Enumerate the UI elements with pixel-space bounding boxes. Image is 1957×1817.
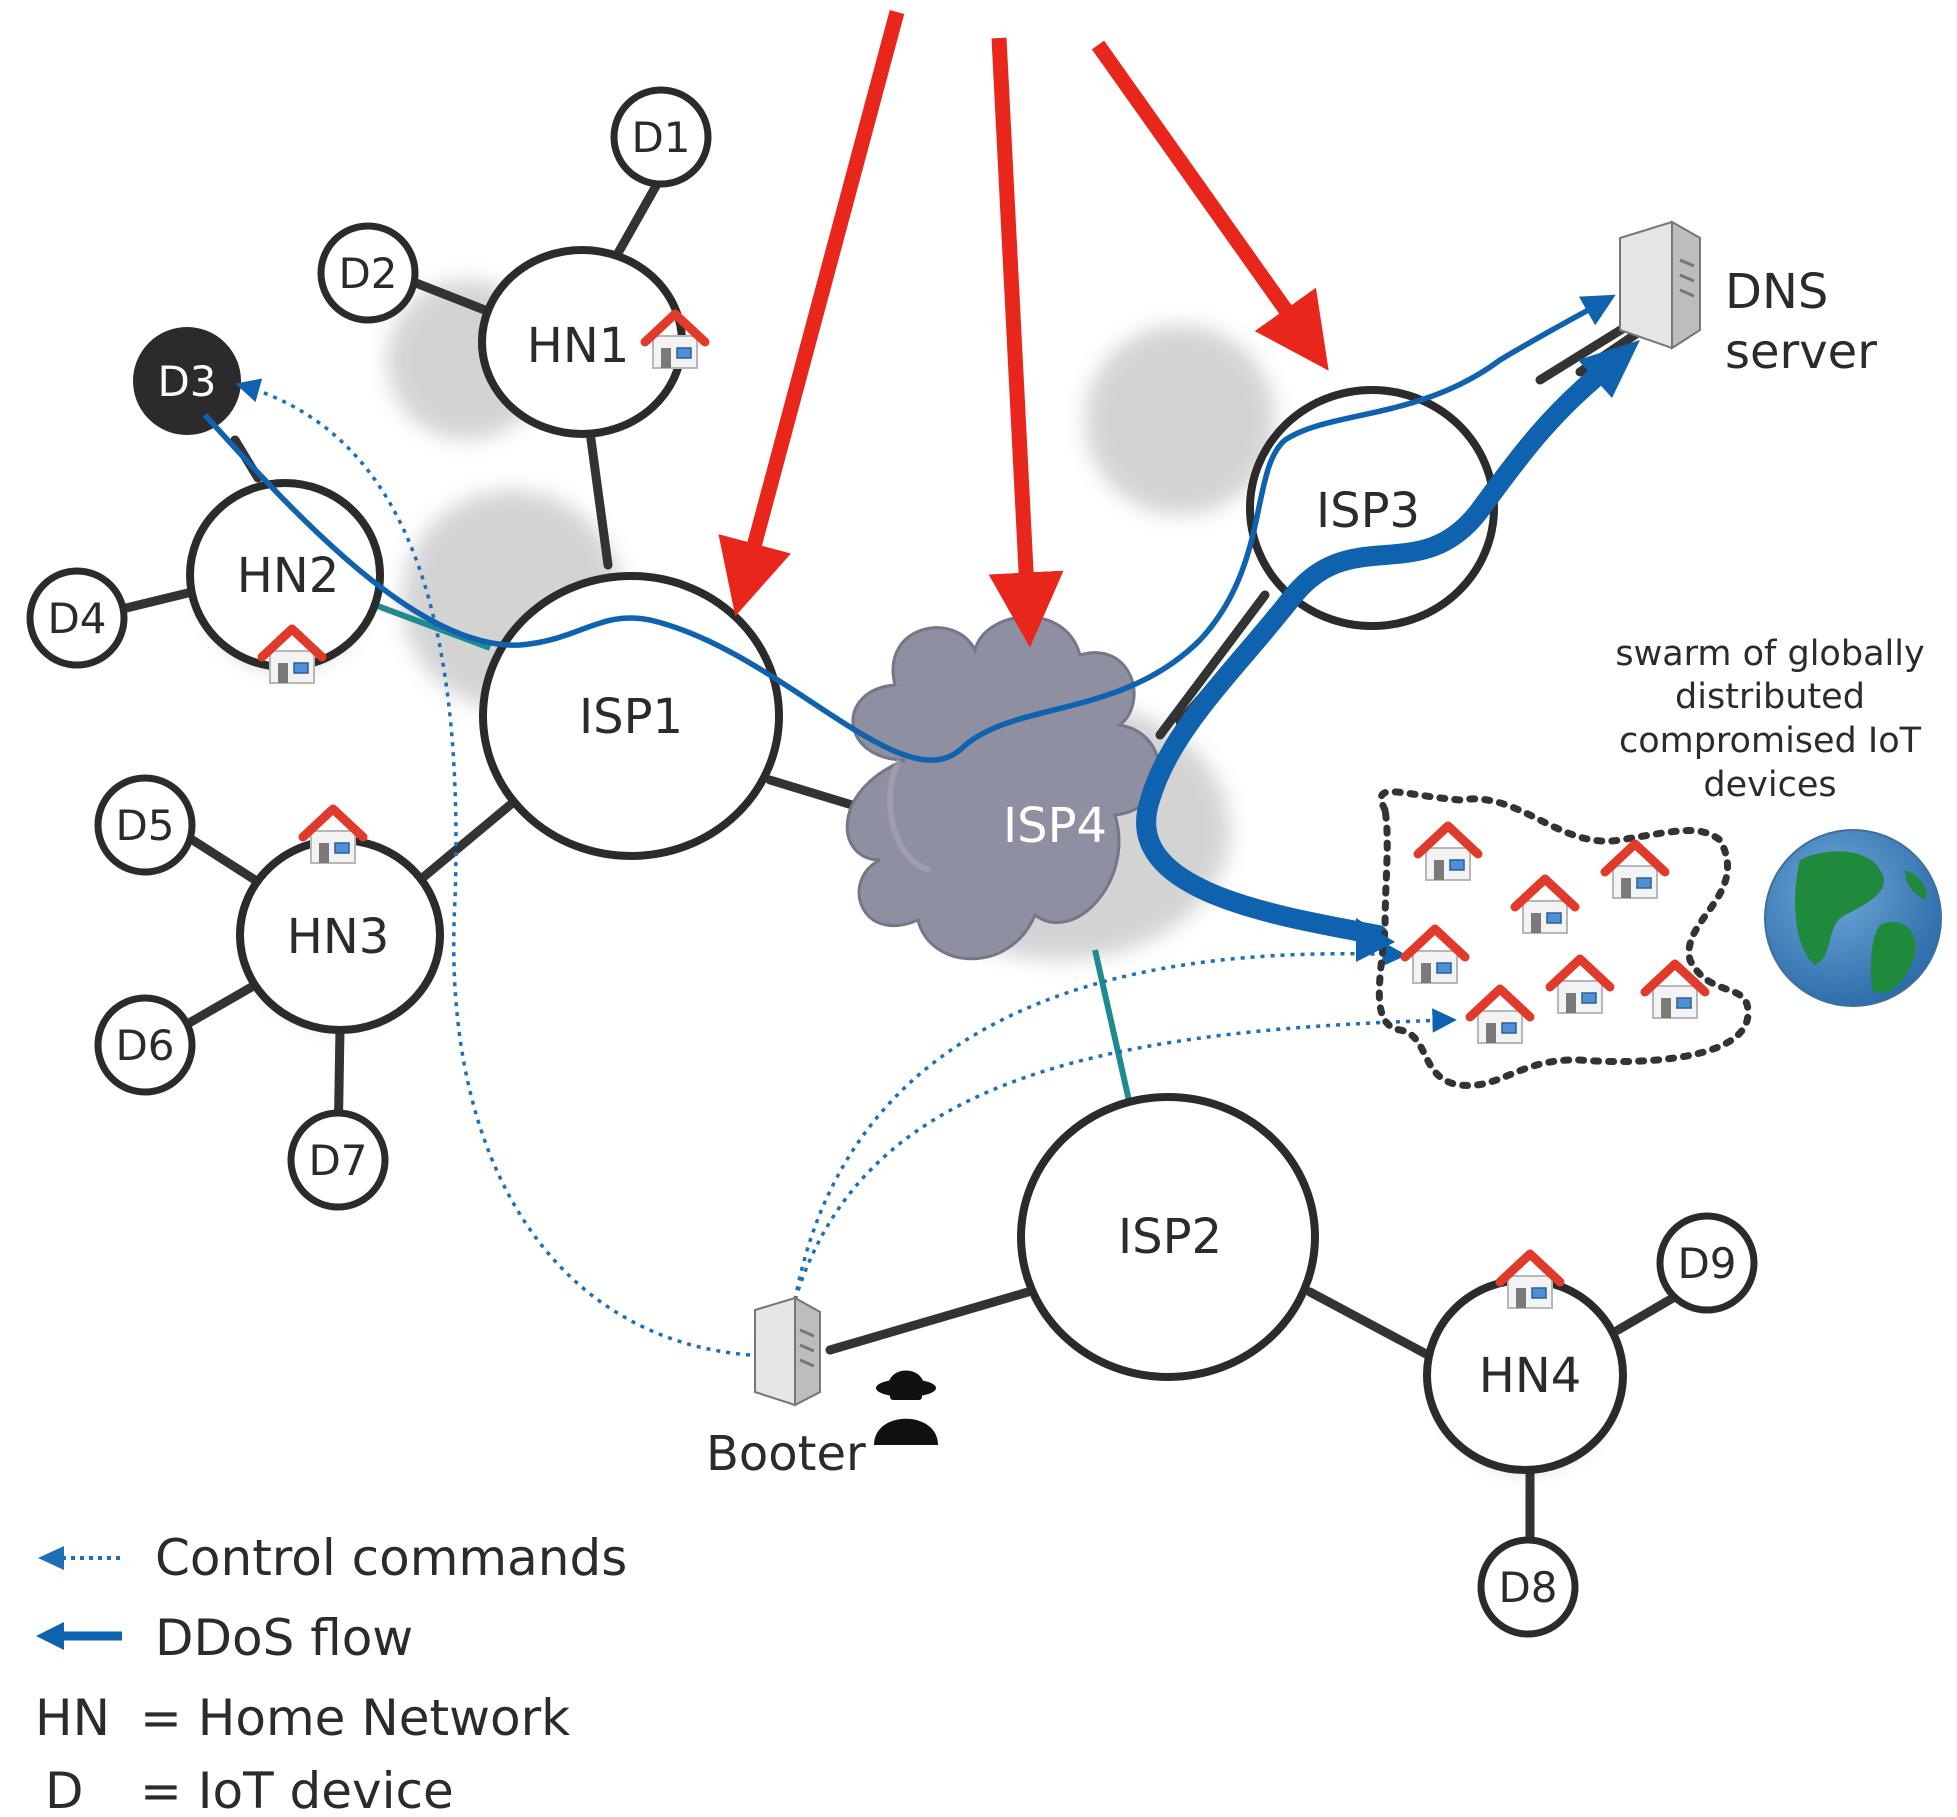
legend: Control commands DDoS flow HN = Home Net… xyxy=(35,1529,627,1817)
d9-label: D9 xyxy=(1677,1239,1736,1288)
d7-label: D7 xyxy=(308,1136,367,1185)
d5-label: D5 xyxy=(115,801,174,850)
legend-d-def: = IoT device xyxy=(140,1762,454,1817)
house-icon xyxy=(1405,929,1465,983)
house-icon xyxy=(1515,879,1575,933)
d4-node xyxy=(26,567,128,669)
control-command-paths xyxy=(235,378,1457,1357)
house-icon xyxy=(1418,826,1478,880)
device-nodes xyxy=(26,86,1758,1638)
isp1-label: ISP1 xyxy=(579,689,683,745)
legend-hn-abbr: HN xyxy=(35,1689,110,1747)
legend-ddos-text: DDoS flow xyxy=(155,1609,413,1667)
hn4-label: HN4 xyxy=(1479,1348,1582,1404)
house-icon xyxy=(1605,844,1665,898)
hn1-label: HN1 xyxy=(527,318,630,374)
dns-label-line2: server xyxy=(1725,324,1877,380)
d4-label: D4 xyxy=(47,594,106,643)
legend-hn-def: = Home Network xyxy=(140,1689,570,1747)
isp2-label: ISP2 xyxy=(1118,1209,1222,1265)
server-icon xyxy=(1619,220,1701,350)
d6-label: D6 xyxy=(115,1021,174,1070)
house-icon xyxy=(1550,959,1610,1013)
swarm-label-line3: compromised IoT xyxy=(1619,721,1922,761)
house-icon xyxy=(1500,1254,1560,1308)
node-labels: ISP1 ISP3 ISP2 ISP4 HN1 HN2 HN3 HN4 D1 D… xyxy=(47,113,1736,1612)
isp4-label: ISP4 xyxy=(1003,798,1107,854)
booter-label: Booter xyxy=(706,1426,866,1482)
d5-node xyxy=(94,774,196,876)
swarm-label-line1: swarm of globally xyxy=(1615,634,1924,674)
server-icon xyxy=(754,1296,821,1407)
d1-label: D1 xyxy=(631,113,690,162)
house-icon xyxy=(303,809,363,863)
ddos-flow-head-dns xyxy=(1578,340,1640,398)
swarm-boundary xyxy=(1375,788,1752,1090)
ddos-response-flow xyxy=(202,294,1616,763)
d1-node xyxy=(610,86,712,188)
isp3-label: ISP3 xyxy=(1316,483,1420,539)
legend-control-text: Control commands xyxy=(155,1529,627,1587)
swarm-devices xyxy=(1405,826,1705,1043)
legend-d-abbr: D xyxy=(45,1762,84,1817)
isp2-node xyxy=(1017,1093,1319,1381)
hn2-label: HN2 xyxy=(237,548,340,604)
d8-node xyxy=(1477,1536,1579,1638)
swarm-description: swarm of globally distributed compromise… xyxy=(1615,634,1924,805)
d6-node xyxy=(94,994,196,1096)
hn3-label: HN3 xyxy=(287,909,390,965)
d3-label: D3 xyxy=(157,357,216,406)
red-arrow-isp4 xyxy=(988,37,1064,648)
ddos-flow-tip xyxy=(1356,918,1395,962)
highlight-arrows xyxy=(718,10,1329,648)
d7-node xyxy=(287,1109,389,1211)
red-arrow-isp3 xyxy=(1091,40,1329,371)
d2-label: D2 xyxy=(338,249,397,298)
d9-node xyxy=(1656,1212,1758,1314)
ddos-flow-main xyxy=(1136,362,1612,945)
dns-label-line1: DNS xyxy=(1725,264,1828,320)
house-icon xyxy=(1470,989,1530,1043)
hacker-icon xyxy=(874,1370,938,1445)
d2-node xyxy=(317,222,419,324)
swarm-label-line4: devices xyxy=(1703,765,1836,805)
globe-icon xyxy=(1764,829,1942,1007)
teal-links xyxy=(373,602,1133,1106)
isp1-node xyxy=(479,572,783,860)
red-arrow-isp1 xyxy=(718,10,905,617)
d8-label: D8 xyxy=(1498,1563,1557,1612)
swarm-label-line2: distributed xyxy=(1675,677,1865,717)
